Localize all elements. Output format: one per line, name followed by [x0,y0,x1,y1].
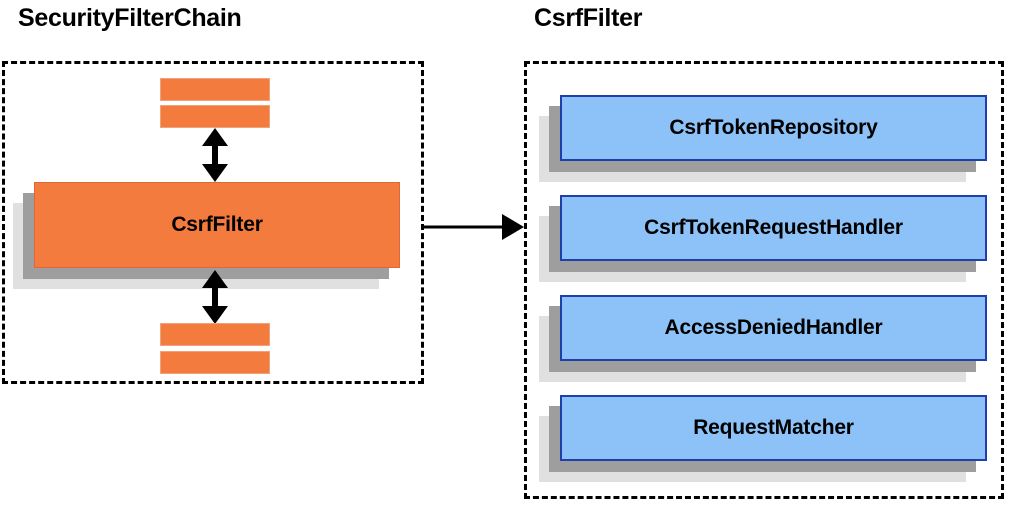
node-csrf-token-repository[interactable]: CsrfTokenRepository [539,95,987,182]
node-label: CsrfFilter [171,213,263,236]
node-access-denied-handler[interactable]: AccessDeniedHandler [539,295,987,382]
node-face: AccessDeniedHandler [560,295,987,361]
arrow-stem [212,280,218,314]
page-title-csrf-filter: CsrfFilter [534,4,643,32]
node-label: AccessDeniedHandler [664,316,883,339]
node-csrf-filter[interactable]: CsrfFilter [13,182,400,289]
arrow-head-down-icon [202,164,228,182]
arrow-head-down-icon [202,306,228,324]
filter-bar-top-2 [160,105,270,128]
filter-bar-top-1 [160,78,270,101]
group-box-security-filter-chain [2,61,424,384]
node-face: CsrfFilter [34,182,400,268]
node-face: CsrfTokenRepository [560,95,987,161]
arrow-head-right-icon [502,214,524,240]
arrow-head-up-icon [202,270,228,288]
node-face: RequestMatcher [560,395,987,461]
arrow-stem [212,138,218,172]
node-csrf-token-request-handler[interactable]: CsrfTokenRequestHandler [539,195,987,282]
filter-bar-bottom-2 [160,351,270,374]
node-label: RequestMatcher [693,416,854,439]
filter-bar-bottom-1 [160,323,270,346]
node-label: CsrfTokenRequestHandler [644,216,903,239]
node-request-matcher[interactable]: RequestMatcher [539,395,987,482]
group-box-csrf-filter [524,61,1004,499]
node-face: CsrfTokenRequestHandler [560,195,987,261]
arrow-stem [424,225,506,229]
arrow-head-up-icon [202,128,228,146]
node-label: CsrfTokenRepository [669,116,878,139]
page-title-security-filter-chain: SecurityFilterChain [18,4,242,32]
